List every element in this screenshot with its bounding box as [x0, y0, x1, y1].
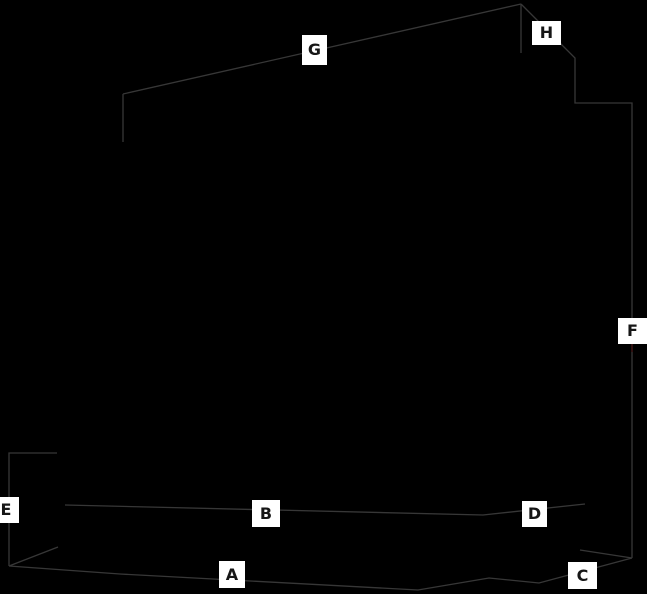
edge-label-f-text: F — [627, 321, 638, 340]
edge-label-d-text: D — [527, 504, 542, 523]
left-base-top-line — [8, 452, 57, 566]
edge-label-e-text: E — [0, 500, 12, 519]
right-base-back-line — [579, 549, 633, 559]
right-step-and-wall-line — [520, 3, 633, 558]
edge-label-f: F — [618, 318, 647, 344]
base-top-front-line — [64, 503, 586, 516]
edge-label-h-text: H — [539, 23, 554, 42]
edge-label-b: B — [252, 500, 280, 527]
base-bottom-front-line — [8, 557, 633, 591]
left-base-back-line — [8, 546, 59, 567]
edge-label-h: H — [532, 21, 561, 45]
edge-label-d: D — [522, 501, 547, 527]
edge-label-a-text: A — [225, 564, 239, 584]
edge-label-e: E — [0, 497, 19, 523]
edge-label-b-text: B — [259, 503, 273, 523]
edge-label-a: A — [219, 561, 245, 588]
edge-label-c: C — [568, 562, 597, 589]
edge-label-g: G — [302, 35, 327, 65]
edge-label-g-text: G — [307, 40, 322, 59]
edge-label-c-text: C — [576, 565, 589, 585]
